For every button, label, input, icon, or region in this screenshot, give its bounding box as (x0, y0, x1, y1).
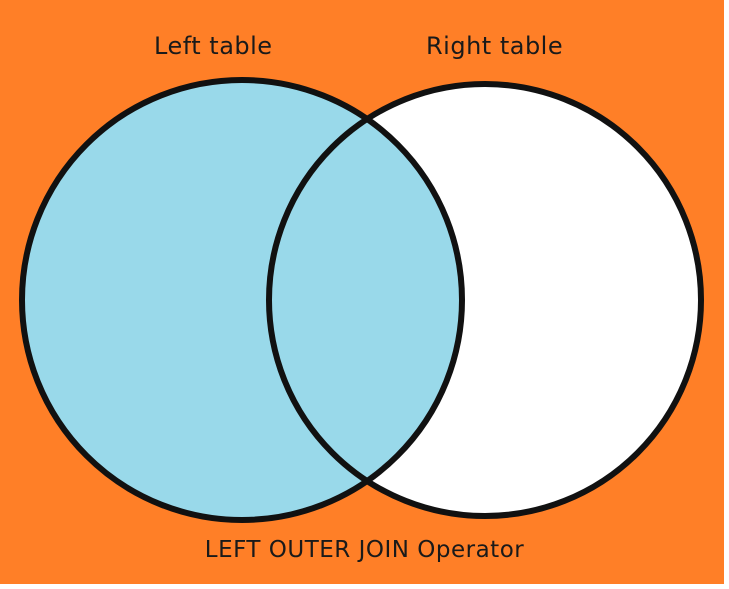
right-table-outline (266, 81, 704, 519)
left-table-circle (22, 80, 462, 520)
diagram-caption: LEFT OUTER JOIN Operator (204, 537, 525, 563)
left-table-outline (19, 77, 465, 523)
left-table-label: Left table (154, 32, 273, 60)
right-table-label: Right table (426, 32, 564, 60)
